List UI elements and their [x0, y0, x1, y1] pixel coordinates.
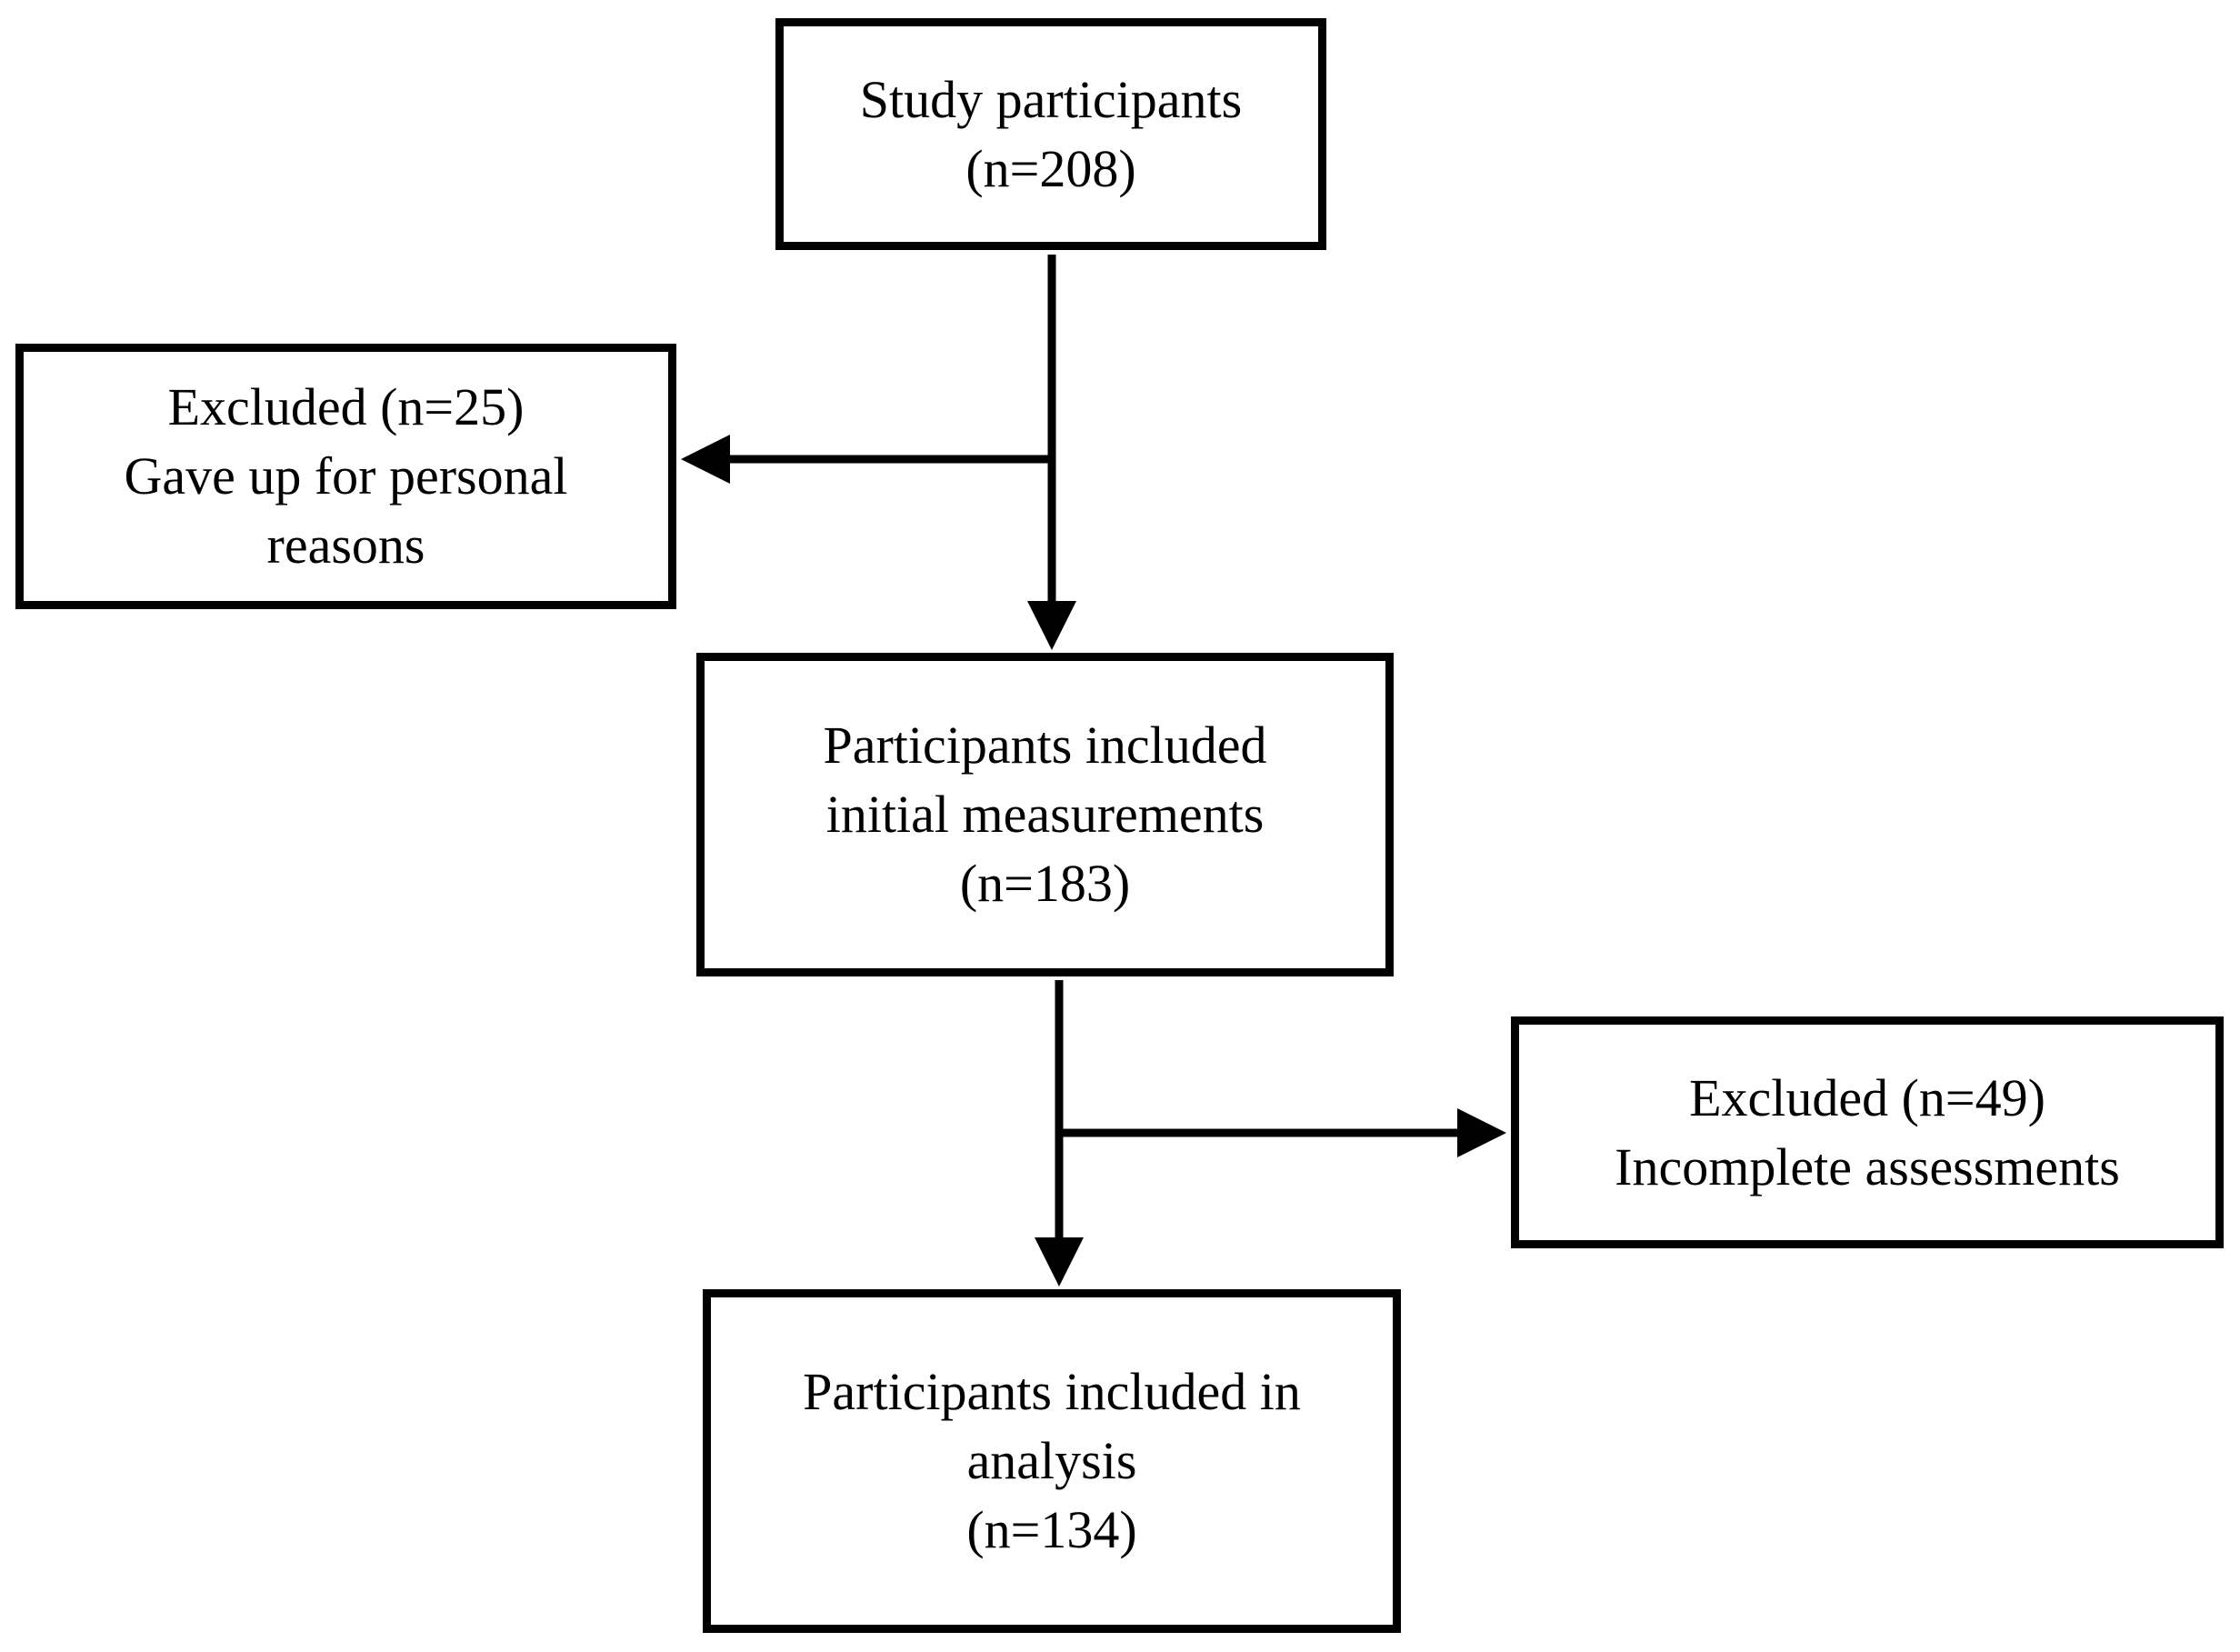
node-text-line: Gave up for personal: [124, 446, 568, 506]
node-excluded-personal-reasons: Excluded (n=25) Gave up for personal rea…: [15, 344, 676, 609]
node-count: Excluded (n=25): [167, 377, 525, 436]
node-text-line: Incomplete assessments: [1615, 1136, 2120, 1196]
node-text-line: Study participants: [859, 69, 1243, 129]
node-count: Excluded (n=49): [1689, 1067, 2045, 1127]
node-text-line: Participants included in: [803, 1362, 1301, 1421]
node-count: (n=208): [965, 138, 1136, 198]
node-count: (n=134): [966, 1500, 1137, 1559]
node-excluded-incomplete-assessments: Excluded (n=49) Incomplete assessments: [1511, 1016, 2224, 1248]
node-count: (n=183): [959, 854, 1131, 913]
node-text-line: Participants included: [823, 716, 1267, 775]
node-text-line: initial measurements: [825, 785, 1265, 844]
node-study-participants: Study participants (n=208): [775, 18, 1326, 250]
node-text-line: reasons: [266, 516, 425, 575]
node-text-line: analysis: [966, 1431, 1137, 1490]
node-initial-measurements: Participants included initial measuremen…: [696, 653, 1394, 976]
node-included-in-analysis: Participants included in analysis (n=134…: [703, 1289, 1401, 1633]
